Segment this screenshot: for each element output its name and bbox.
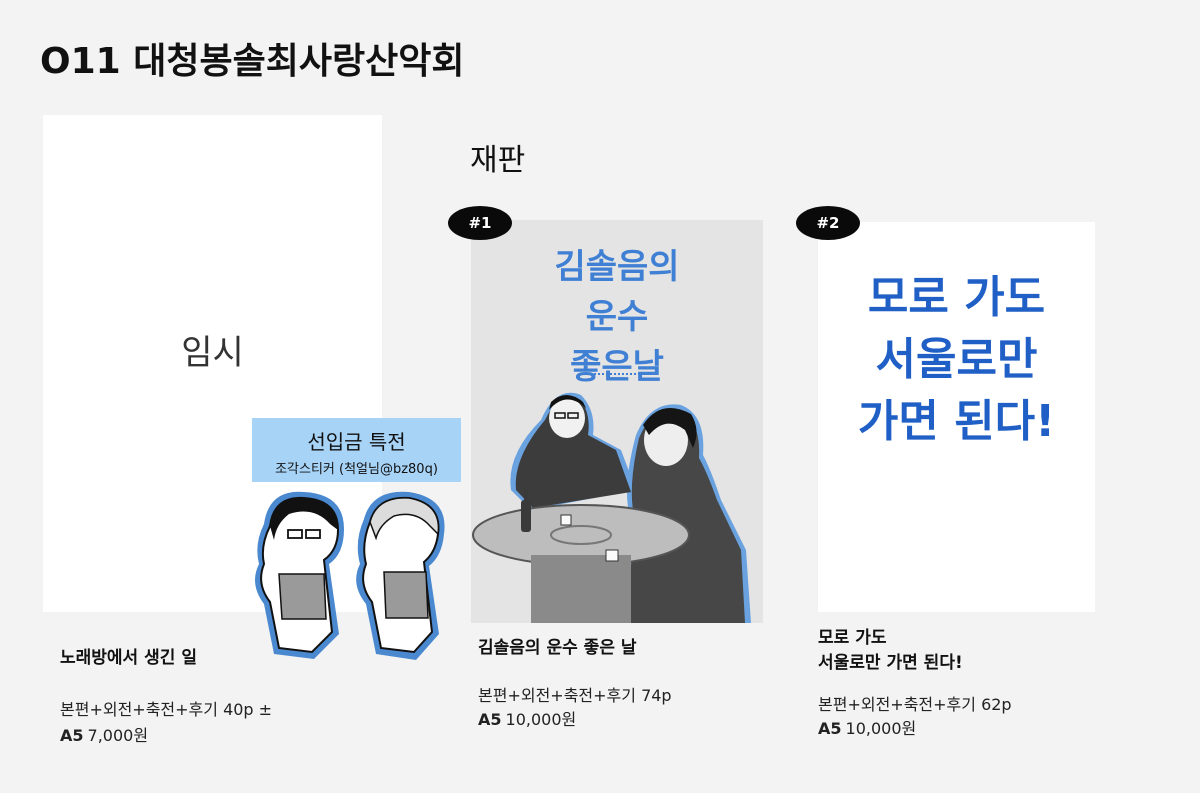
book-1-size: A5 [60,726,84,745]
book-badge: #1 [448,206,512,240]
bonus-title: 선입금 특전 [307,430,406,454]
book-2-cover: 김솔음의 운수 좋은날 [471,220,763,623]
placeholder-label: 임시 [181,333,244,373]
book-2-detail: 본편+외전+축전+후기 74p [478,686,672,705]
book-3-cover: 모로 가도 서울로만 가면 된다! [818,222,1095,612]
book-1-price: 7,000원 [87,726,149,745]
cover-1-title-line: 김솔음의 [554,247,680,287]
book-2-title: 김솔음의 운수 좋은 날 [478,638,637,658]
book-1-cover-placeholder: 임시 [43,115,382,612]
cover-1-title-line: 운수 [585,297,649,337]
book-1-detail: 본편+외전+축전+후기 40p ± [60,700,273,719]
cover-1-title: 김솔음의 운수 좋은날 [471,242,763,392]
cover-2-title: 모로 가도 서울로만 가면 된다! [818,267,1095,453]
sticker-illustration [255,491,445,660]
cover-1-illustration [472,392,751,623]
cover-1-title-line: 좋은날 [570,347,664,387]
book-3-size: A5 [818,719,842,738]
book-3-price: 10,000원 [845,719,917,738]
book-3-title-line: 모로 가도 [818,628,887,648]
page-title: O11 대청봉솔최사랑산악회 [40,41,465,82]
cover-2-title-line: 가면 된다! [857,396,1056,447]
cover-1-dotted-rule [582,373,652,379]
reprint-heading: 재판 [470,143,526,178]
book-badge: #2 [796,206,860,240]
book-1-title: 노래방에서 생긴 일 [60,648,197,668]
book-2-price: 10,000원 [505,710,577,729]
book-3-title-line: 서울로만 가면 된다! [818,653,963,673]
bonus-subtitle: 조각스티커 (척얼님@bz80q) [275,462,438,477]
cover-2-title-line: 모로 가도 [867,272,1046,323]
preorder-bonus-panel: 선입금 특전 조각스티커 (척얼님@bz80q) [252,418,461,482]
cover-2-title-line: 서울로만 [875,334,1038,385]
book-3-detail: 본편+외전+축전+후기 62p [818,695,1012,714]
book-2-size: A5 [478,710,502,729]
